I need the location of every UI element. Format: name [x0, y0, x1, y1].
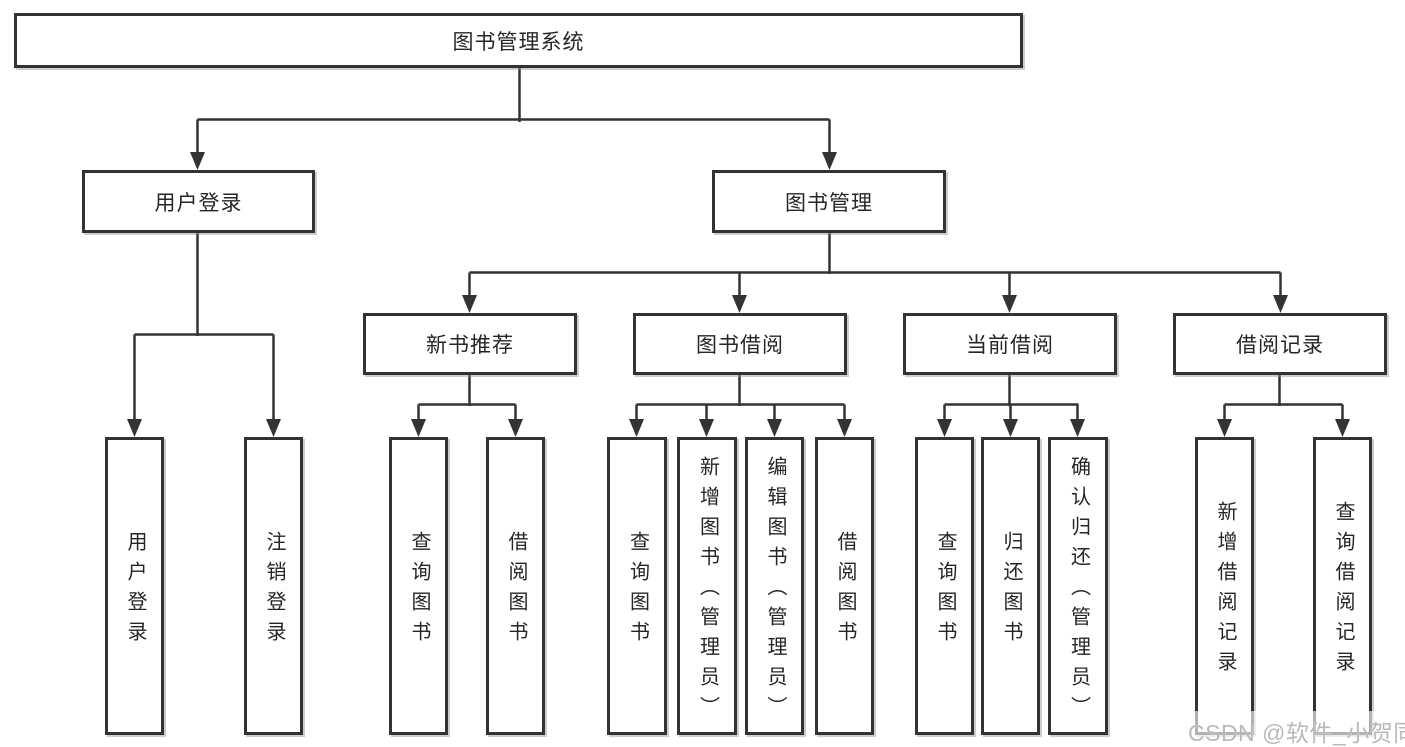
leaf-edit-book-admin-label: 编辑图书（管理员）: [764, 456, 786, 726]
node-user-login: 用户登录: [82, 170, 315, 233]
leaf-user-login: 用户登录: [105, 437, 164, 735]
leaf-user-login-label: 用户登录: [124, 531, 146, 651]
leaf-borrow-books-recommend-label: 借阅图书: [505, 531, 527, 651]
node-book-borrowing-label: 图书借阅: [696, 334, 784, 357]
node-user-login-label: 用户登录: [154, 191, 243, 215]
leaf-query-books-recommend: 查询图书: [389, 437, 448, 735]
leaf-edit-book-admin: 编辑图书（管理员）: [745, 437, 804, 735]
leaf-query-books-borrowing-label: 查询图书: [626, 531, 649, 651]
node-root-label: 图书管理系统: [452, 30, 585, 54]
leaf-add-borrow-record-label: 新增借阅记录: [1214, 501, 1236, 681]
node-current-borrowing-label: 当前借阅: [966, 334, 1054, 357]
leaf-borrow-books-recommend: 借阅图书: [486, 437, 545, 735]
watermark-band: [1143, 711, 1405, 747]
node-book-management-label: 图书管理: [785, 191, 873, 215]
node-borrowing-records-label: 借阅记录: [1236, 334, 1324, 357]
node-book-management: 图书管理: [712, 170, 946, 233]
leaf-query-books-borrowing: 查询图书: [607, 437, 667, 735]
node-borrowing-records: 借阅记录: [1173, 313, 1387, 375]
leaf-query-books-current-label: 查询图书: [934, 531, 956, 651]
leaf-borrow-books-borrowing: 借阅图书: [815, 437, 874, 735]
leaf-query-borrow-record-label: 查询借阅记录: [1332, 501, 1354, 681]
leaf-add-book-admin: 新增图书（管理员）: [677, 437, 737, 735]
leaf-return-book-label: 归还图书: [1000, 531, 1022, 651]
leaf-query-borrow-record: 查询借阅记录: [1313, 437, 1372, 735]
node-new-book-recommend: 新书推荐: [363, 313, 577, 375]
node-new-book-recommend-label: 新书推荐: [426, 334, 514, 357]
leaf-add-book-admin-label: 新增图书（管理员）: [696, 456, 719, 726]
leaf-logout-label: 注销登录: [263, 531, 285, 651]
leaf-query-books-recommend-label: 查询图书: [408, 531, 430, 651]
watermark-text: CSDN @软件_小贺同学: [1188, 720, 1405, 746]
leaf-borrow-books-borrowing-label: 借阅图书: [834, 531, 856, 651]
leaf-confirm-return-admin-label: 确认归还（管理员）: [1067, 456, 1090, 726]
leaf-logout: 注销登录: [244, 437, 303, 735]
leaf-query-books-current: 查询图书: [915, 437, 974, 735]
node-current-borrowing: 当前借阅: [903, 313, 1117, 375]
node-book-borrowing: 图书借阅: [633, 313, 847, 375]
leaf-confirm-return-admin: 确认归还（管理员）: [1048, 437, 1108, 735]
node-root: 图书管理系统: [14, 13, 1023, 68]
leaf-return-book: 归还图书: [981, 437, 1040, 735]
leaf-add-borrow-record: 新增借阅记录: [1195, 437, 1254, 735]
